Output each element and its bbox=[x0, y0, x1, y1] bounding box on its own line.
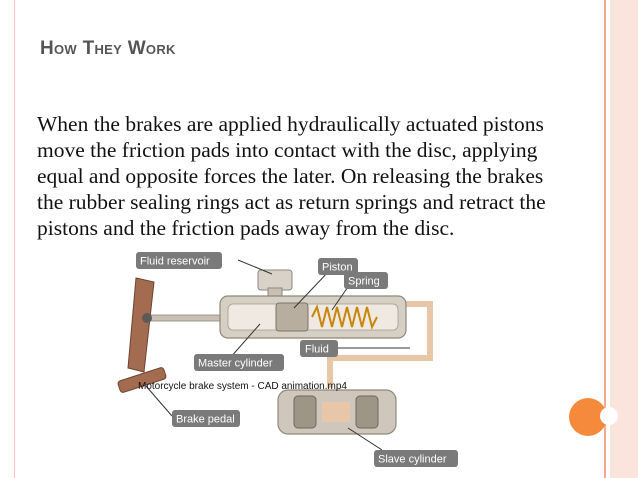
svg-text:Master cylinder: Master cylinder bbox=[198, 358, 273, 370]
svg-text:Slave cylinder: Slave cylinder bbox=[378, 454, 447, 466]
brake-pedal-arm bbox=[127, 277, 155, 373]
label-brake-pedal: Brake pedal bbox=[172, 410, 240, 427]
pedal-pivot bbox=[142, 313, 152, 323]
left-accent-line bbox=[14, 0, 15, 478]
slave-fluid-chamber bbox=[322, 402, 350, 422]
leader-piston bbox=[293, 269, 331, 309]
label-fluid: Fluid bbox=[300, 340, 338, 357]
leader-master-cylinder bbox=[229, 323, 261, 359]
svg-text:Fluid reservoir: Fluid reservoir bbox=[140, 256, 210, 268]
slave-piston-right bbox=[355, 395, 379, 429]
slide-title: How They Work bbox=[40, 38, 176, 59]
master-piston bbox=[275, 302, 309, 332]
svg-text:Piston: Piston bbox=[322, 262, 353, 274]
fluid-reservoir bbox=[257, 269, 293, 291]
svg-text:Brake pedal: Brake pedal bbox=[176, 414, 235, 426]
label-slave-cylinder: Slave cylinder bbox=[374, 450, 458, 467]
right-accent-band bbox=[610, 0, 638, 478]
label-fluid-reservoir: Fluid reservoir bbox=[136, 252, 222, 269]
right-accent-line bbox=[604, 0, 606, 478]
svg-text:Fluid: Fluid bbox=[305, 344, 329, 356]
slide-body-text: When the brakes are applied hydraulicall… bbox=[37, 112, 546, 240]
fluid-pipe bbox=[327, 301, 433, 388]
leader-brake-pedal bbox=[145, 385, 173, 417]
brake-pedal-foot bbox=[117, 367, 167, 393]
brake-system-diagram[interactable]: Fluid reservoir Piston Spring Fluid Mast… bbox=[100, 248, 462, 470]
leader-slave-cylinder bbox=[347, 427, 383, 451]
slave-piston-left bbox=[293, 395, 317, 429]
white-circle-decoration bbox=[600, 407, 618, 425]
video-caption: Motorcycle brake system - CAD animation.… bbox=[138, 381, 347, 392]
label-master-cylinder: Master cylinder bbox=[194, 354, 284, 371]
return-spring bbox=[311, 304, 378, 330]
svg-text:Spring: Spring bbox=[348, 276, 380, 288]
label-spring: Spring bbox=[344, 272, 388, 289]
label-piston: Piston bbox=[318, 258, 358, 275]
leader-fluid-reservoir bbox=[237, 259, 273, 275]
